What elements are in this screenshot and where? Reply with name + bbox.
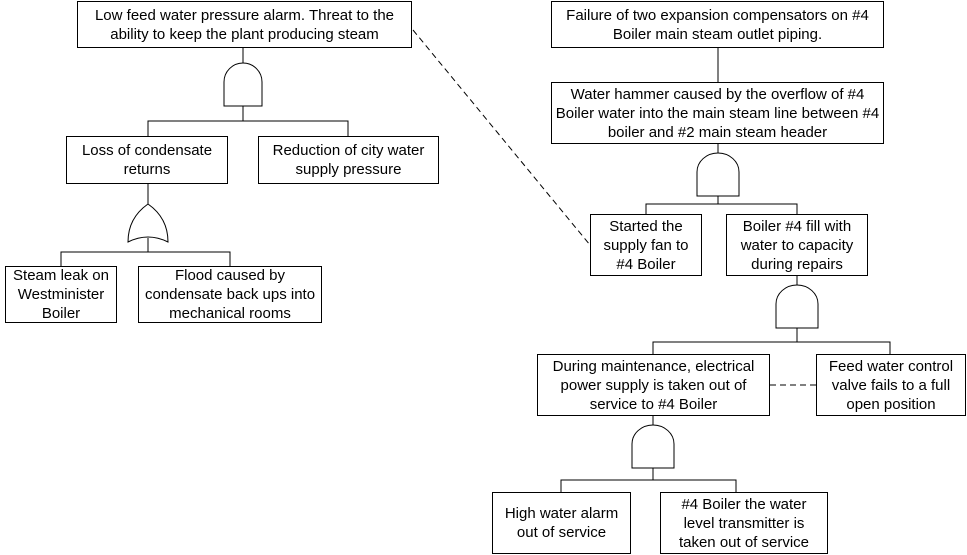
- and-gate-left: [223, 62, 263, 107]
- and-gate-right-3: [631, 424, 675, 469]
- or-gate-left: [127, 203, 169, 243]
- and-gate-right-2: [775, 284, 819, 329]
- event-valve-fails: Feed water control valve fails to a full…: [816, 354, 966, 416]
- event-maintenance-power: During maintenance, electrical power sup…: [537, 354, 770, 416]
- event-flood: Flood caused by condensate back ups into…: [138, 266, 322, 323]
- connector-branch-left-bottom: [60, 251, 231, 266]
- event-low-feed-water: Low feed water pressure alarm. Threat to…: [77, 1, 412, 48]
- connector-branch-right-2: [652, 341, 891, 354]
- event-supply-fan: Started the supply fan to #4 Boiler: [590, 214, 702, 276]
- event-high-water-alarm: High water alarm out of service: [492, 492, 631, 554]
- event-loss-of-condensate: Loss of condensate returns: [66, 136, 228, 184]
- connector-branch-right-3: [560, 479, 737, 492]
- event-water-hammer: Water hammer caused by the overflow of #…: [551, 82, 884, 144]
- dashed-link-alarm-to-fan: [412, 29, 591, 246]
- event-level-transmitter: #4 Boiler the water level transmitter is…: [660, 492, 828, 554]
- event-steam-leak: Steam leak on Westminister Boiler: [5, 266, 117, 323]
- and-gate-right-1: [696, 152, 740, 197]
- connector-branch-right-1: [645, 203, 798, 214]
- event-compensator-failure: Failure of two expansion compensators on…: [551, 1, 884, 48]
- event-city-water-pressure: Reduction of city water supply pressure: [258, 136, 439, 184]
- connector-branch-left-top: [147, 120, 349, 136]
- event-boiler-fill: Boiler #4 fill with water to capacity du…: [726, 214, 868, 276]
